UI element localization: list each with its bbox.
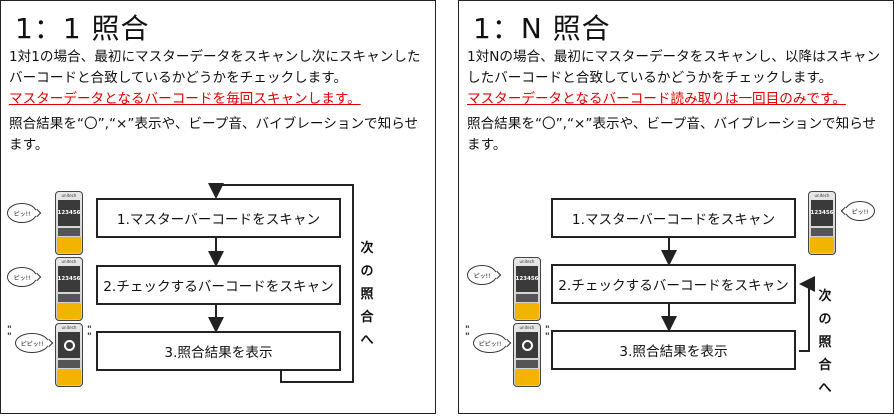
- beep-bubble: ピピッ!!: [15, 333, 49, 353]
- beep-bubble: ピピッ!!: [473, 333, 507, 353]
- description: 1対1の場合、最初にマスターデータをスキャンし次にスキャンしたバーコードと合致し…: [9, 47, 429, 156]
- loop-arrow: [208, 183, 354, 383]
- scanner-device-ok-icon: unitech: [55, 323, 83, 387]
- loop-label: 次の照合へ: [360, 241, 374, 348]
- flow-connectors: [208, 183, 354, 383]
- description-note: 照合結果を“〇”,“×”表示や、ビープ音、バイブレーションで知らせます。: [9, 116, 419, 153]
- flow-connectors: [661, 237, 815, 352]
- step-3-box: 3.照合結果を表示: [551, 330, 796, 370]
- vibration-icon: "": [7, 325, 12, 342]
- scanner-device-ok-icon: unitech: [513, 323, 541, 387]
- beep-bubble: ピッ!!: [467, 265, 497, 285]
- step-1-box: 1.マスターバーコードをスキャン: [96, 198, 341, 238]
- panel-1-to-1: 1：1 照合 1対1の場合、最初にマスターデータをスキャンし次にスキャンしたバー…: [0, 0, 436, 414]
- description-highlight: マスターデータとなるバーコードを毎回スキャンします。: [9, 91, 361, 107]
- vibration-icon: "": [545, 325, 550, 342]
- panel-title: 1：1 照合: [15, 12, 150, 45]
- description: 1対Nの場合、最初にマスターデータをスキャンし、以降はスキャンしたバーコードと合…: [467, 47, 887, 156]
- panel-1-to-n: 1：N 照合 1対Nの場合、最初にマスターデータをスキャンし、以降はスキャンした…: [458, 0, 894, 414]
- scanner-device-icon: unitech 123456: [55, 257, 83, 321]
- description-text: 1対Nの場合、最初にマスターデータをスキャンし、以降はスキャンしたバーコードと合…: [467, 49, 881, 86]
- step-2-box: 2.チェックするバーコードをスキャン: [96, 265, 341, 305]
- beep-bubble: ピッ!!: [7, 267, 37, 287]
- beep-bubble: ピッ!!: [7, 203, 37, 223]
- scanner-device-icon: unitech 123456: [55, 191, 83, 255]
- scanner-device-icon: unitech 123456: [513, 257, 541, 321]
- step-3-box: 3.照合結果を表示: [96, 331, 341, 371]
- step-1-box: 1.マスターバーコードをスキャン: [551, 198, 796, 238]
- description-text: 1対1の場合、最初にマスターデータをスキャンし次にスキャンしたバーコードと合致し…: [9, 49, 421, 86]
- vibration-icon: "": [465, 325, 470, 342]
- beep-bubble: ピッ!!: [845, 201, 875, 221]
- panel-title: 1：N 照合: [473, 12, 611, 45]
- vibration-icon: "": [87, 325, 92, 342]
- description-note: 照合結果を“〇”,“×”表示や、ビープ音、バイブレーションで知らせます。: [467, 116, 877, 153]
- loop-label: 次の照合へ: [818, 289, 832, 396]
- scanner-device-icon: unitech 123456: [808, 191, 836, 255]
- step-2-box: 2.チェックするバーコードをスキャン: [551, 264, 796, 304]
- loop-arrow: [799, 276, 815, 352]
- description-highlight: マスターデータとなるバーコード読み取りは一回目のみです。: [467, 91, 846, 107]
